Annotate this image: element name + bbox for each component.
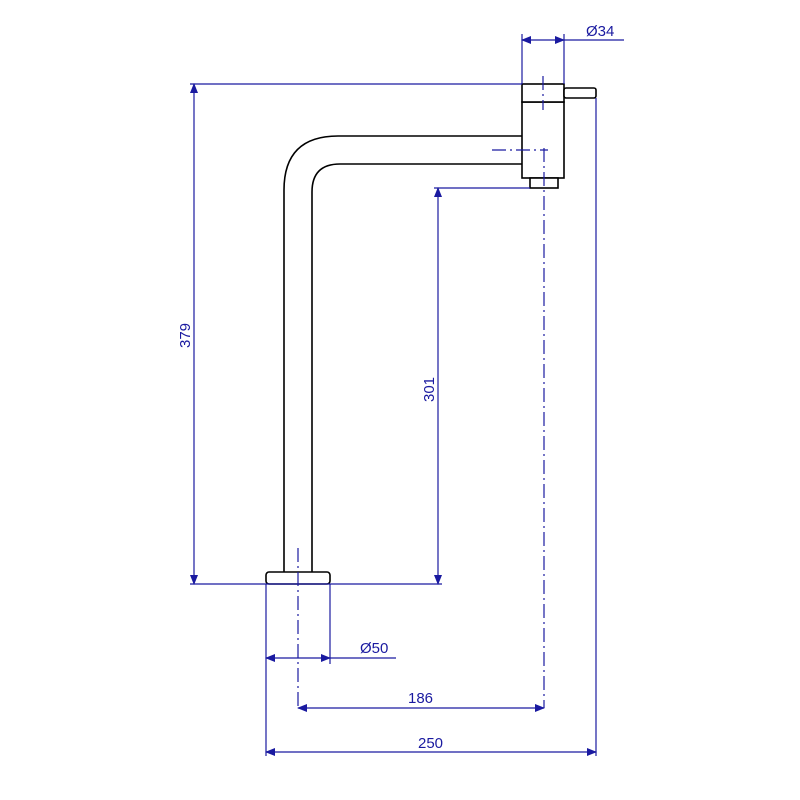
reach-label: 186 (408, 690, 433, 707)
total-height-label: 379 (177, 323, 194, 348)
top-diameter-label: Ø34 (586, 23, 614, 40)
dimension-top-diameter: Ø34 (521, 23, 624, 44)
lever-handle (563, 87, 597, 99)
spout-height-label: 301 (421, 377, 438, 402)
center-lines (297, 76, 548, 708)
spout-outer-edge (283, 135, 522, 572)
dimension-spout-height: 301 (421, 187, 442, 585)
mixer-body (521, 101, 565, 179)
dimension-base-diameter: Ø50 (265, 640, 396, 662)
dimension-total-height: 379 (177, 83, 198, 585)
total-width-label: 250 (418, 735, 443, 752)
dimension-reach: 186 (297, 690, 545, 712)
dimension-total-width: 250 (265, 735, 597, 756)
faucet-outline (265, 83, 597, 585)
base-diameter-label: Ø50 (360, 640, 388, 657)
spout-inner-edge (311, 163, 522, 572)
